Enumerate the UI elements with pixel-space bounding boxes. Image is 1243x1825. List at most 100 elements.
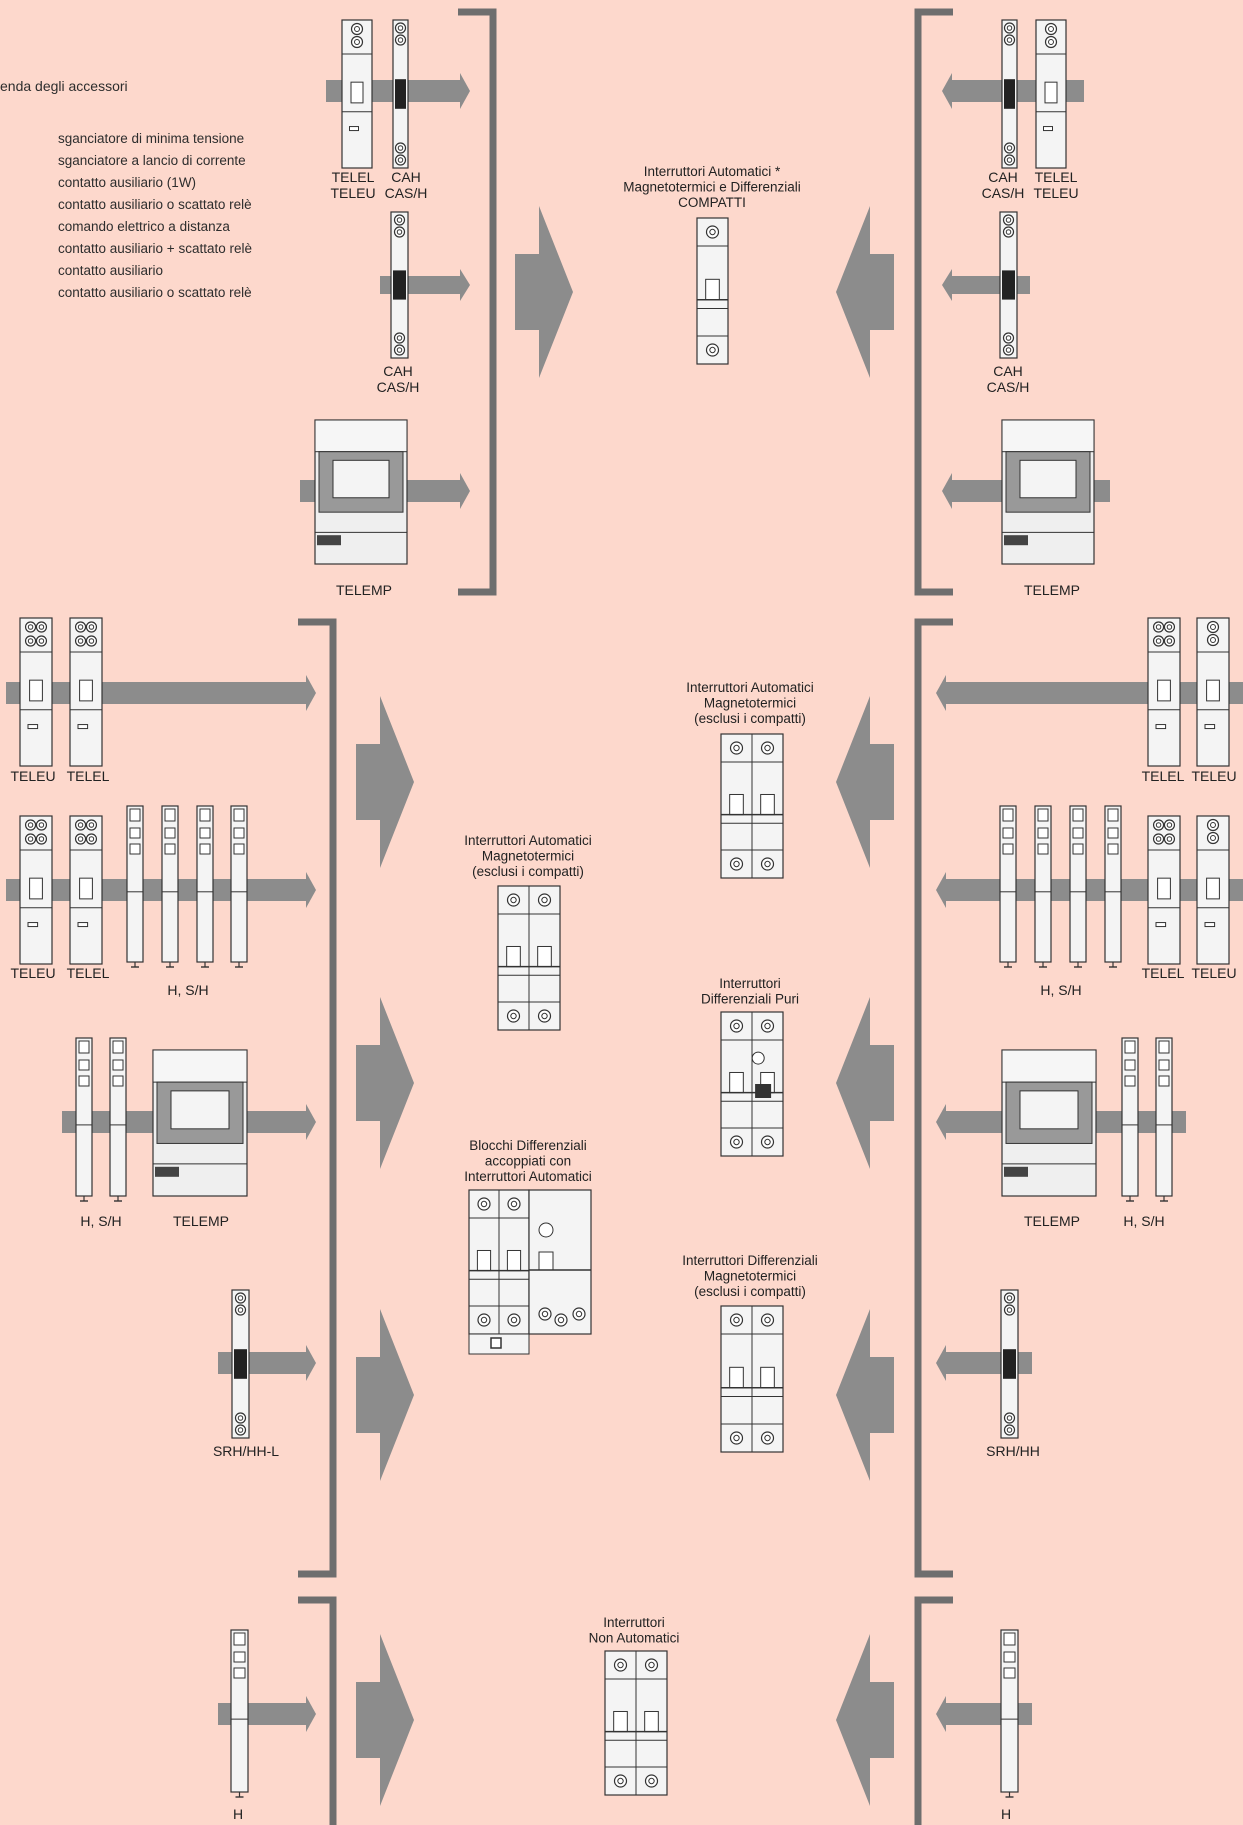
telel-module <box>1035 19 1067 169</box>
bracket <box>914 8 953 596</box>
device-label: CAS/H <box>982 185 1025 201</box>
differential-block <box>468 1189 530 1335</box>
section-title-line: (esclusi i compatti) <box>694 1284 806 1299</box>
aux-contact-h <box>75 1037 93 1202</box>
section-title-line: Non Automatici <box>589 1631 680 1646</box>
legend-description: contatto ausiliario (1W) <box>58 175 197 190</box>
bracket <box>458 8 497 596</box>
device-label: TELEL <box>67 768 110 784</box>
aux-contact-h <box>1104 805 1122 968</box>
section-title-line: (esclusi i compatti) <box>472 864 584 879</box>
legend-description: contatto ausiliario o scattato relè <box>58 197 252 212</box>
telemp-operator <box>1001 1049 1097 1197</box>
device-label: CAS/H <box>987 379 1030 395</box>
legend-item: contatto ausiliario <box>0 263 300 281</box>
bracket <box>298 618 337 1578</box>
device-label: SRH/HH <box>986 1443 1040 1459</box>
aux-contact-h <box>999 805 1017 968</box>
legend-item: /HH contatto ausiliario + scattato relè <box>0 241 300 259</box>
big-arrow-left <box>836 1634 894 1806</box>
legend-description: contatto ausiliario o scattato relè <box>58 285 252 300</box>
legend-item: EUsganciatore di minima tensione <box>0 131 300 149</box>
telel-module <box>69 815 103 965</box>
mt-breaker <box>497 885 561 1031</box>
section-title-line: Interruttori Automatici <box>686 680 814 695</box>
aux-contact-h <box>1000 1629 1019 1798</box>
device-label: TELEU <box>1033 185 1078 201</box>
legend-title: enda degli accessori <box>0 78 128 94</box>
telemp-operator <box>314 419 408 565</box>
device-label: CAS/H <box>385 185 428 201</box>
telemp-operator <box>152 1049 248 1197</box>
section-title-line: Blocchi Differenziali <box>469 1138 587 1153</box>
section-title-line: Magnetotermici e Differenziali <box>623 180 801 195</box>
aux-contact-h <box>1034 805 1052 968</box>
section-title-line: Magnetotermici <box>704 1269 796 1284</box>
legend-item: EMPcomando elettrico a distanza <box>0 219 300 237</box>
differential-switch <box>720 1011 784 1157</box>
legend-description: sganciatore a lancio di corrente <box>58 153 246 168</box>
device-label: TELEMP <box>1024 582 1080 598</box>
aux-contact-h <box>1121 1037 1139 1202</box>
section-title-line: Interruttori Automatici * <box>644 164 781 179</box>
teleu-module <box>19 617 53 767</box>
device-label: H, S/H <box>80 1213 121 1229</box>
compact-breaker <box>696 217 729 365</box>
big-arrow-right <box>356 696 414 868</box>
bracket <box>298 1596 337 1825</box>
device-label: TELEL <box>332 169 375 185</box>
section-title-line: Magnetotermici <box>482 849 574 864</box>
legend-description: contatto ausiliario <box>58 263 164 278</box>
aux-contact-h <box>109 1037 127 1202</box>
section-title-line: Interruttori <box>603 1615 665 1630</box>
section-title-line: Interruttori Automatici <box>464 1169 592 1184</box>
section-title-line: Interruttori <box>719 976 781 991</box>
device-label: TELEL <box>1142 965 1185 981</box>
telemp-operator <box>1001 419 1095 565</box>
section-title-line: (esclusi i compatti) <box>694 711 806 726</box>
big-arrow-left <box>836 1309 894 1481</box>
teleu-module <box>1196 617 1230 767</box>
device-label: TELEU <box>10 768 55 784</box>
section-title-line: accoppiati con <box>485 1154 571 1169</box>
aux-contact-h <box>1155 1037 1173 1202</box>
aux-contact-h <box>230 805 248 968</box>
cah-module <box>999 211 1018 359</box>
legend-item: contatto ausiliario (1W) <box>0 175 300 193</box>
srh-contact <box>1000 1289 1019 1439</box>
section-title-line: Differenziali Puri <box>701 992 799 1007</box>
big-arrow-right <box>356 997 414 1169</box>
legend-code: /HH <box>0 241 1 256</box>
device-label: TELEL <box>1142 768 1185 784</box>
big-arrow-right <box>356 1309 414 1481</box>
device-label: TELEMP <box>336 582 392 598</box>
device-label: TELEL <box>1035 169 1078 185</box>
device-label: TELEU <box>1191 768 1236 784</box>
differential-block-module <box>468 1189 592 1355</box>
big-arrow-right <box>515 206 573 378</box>
device-label: TELEMP <box>1024 1213 1080 1229</box>
aux-contact-h <box>161 805 179 968</box>
legend-item: ELsganciatore a lancio di corrente <box>0 153 300 171</box>
mt-breaker <box>720 733 784 879</box>
big-arrow-right <box>356 1634 414 1806</box>
section-title-line: Magnetotermici <box>704 696 796 711</box>
device-label: TELEU <box>330 185 375 201</box>
section-title-line: Interruttori Differenziali <box>682 1253 818 1268</box>
legend-description: contatto ausiliario + scattato relè <box>58 241 252 256</box>
device-label: H <box>233 1806 243 1822</box>
telel-module <box>69 617 103 767</box>
big-arrow-left <box>836 997 894 1169</box>
big-arrow-left <box>836 696 894 868</box>
srh-contact <box>231 1289 250 1439</box>
diff-mt-breaker <box>720 1305 784 1453</box>
teleu-module <box>1196 815 1230 965</box>
device-label: CAS/H <box>377 379 420 395</box>
cah-module <box>390 211 409 359</box>
device-label: TELEL <box>67 965 110 981</box>
legend-item: contatto ausiliario o scattato relè <box>0 197 300 215</box>
teleu-module <box>19 815 53 965</box>
cah-module <box>1001 19 1018 169</box>
cah-module <box>392 19 409 169</box>
